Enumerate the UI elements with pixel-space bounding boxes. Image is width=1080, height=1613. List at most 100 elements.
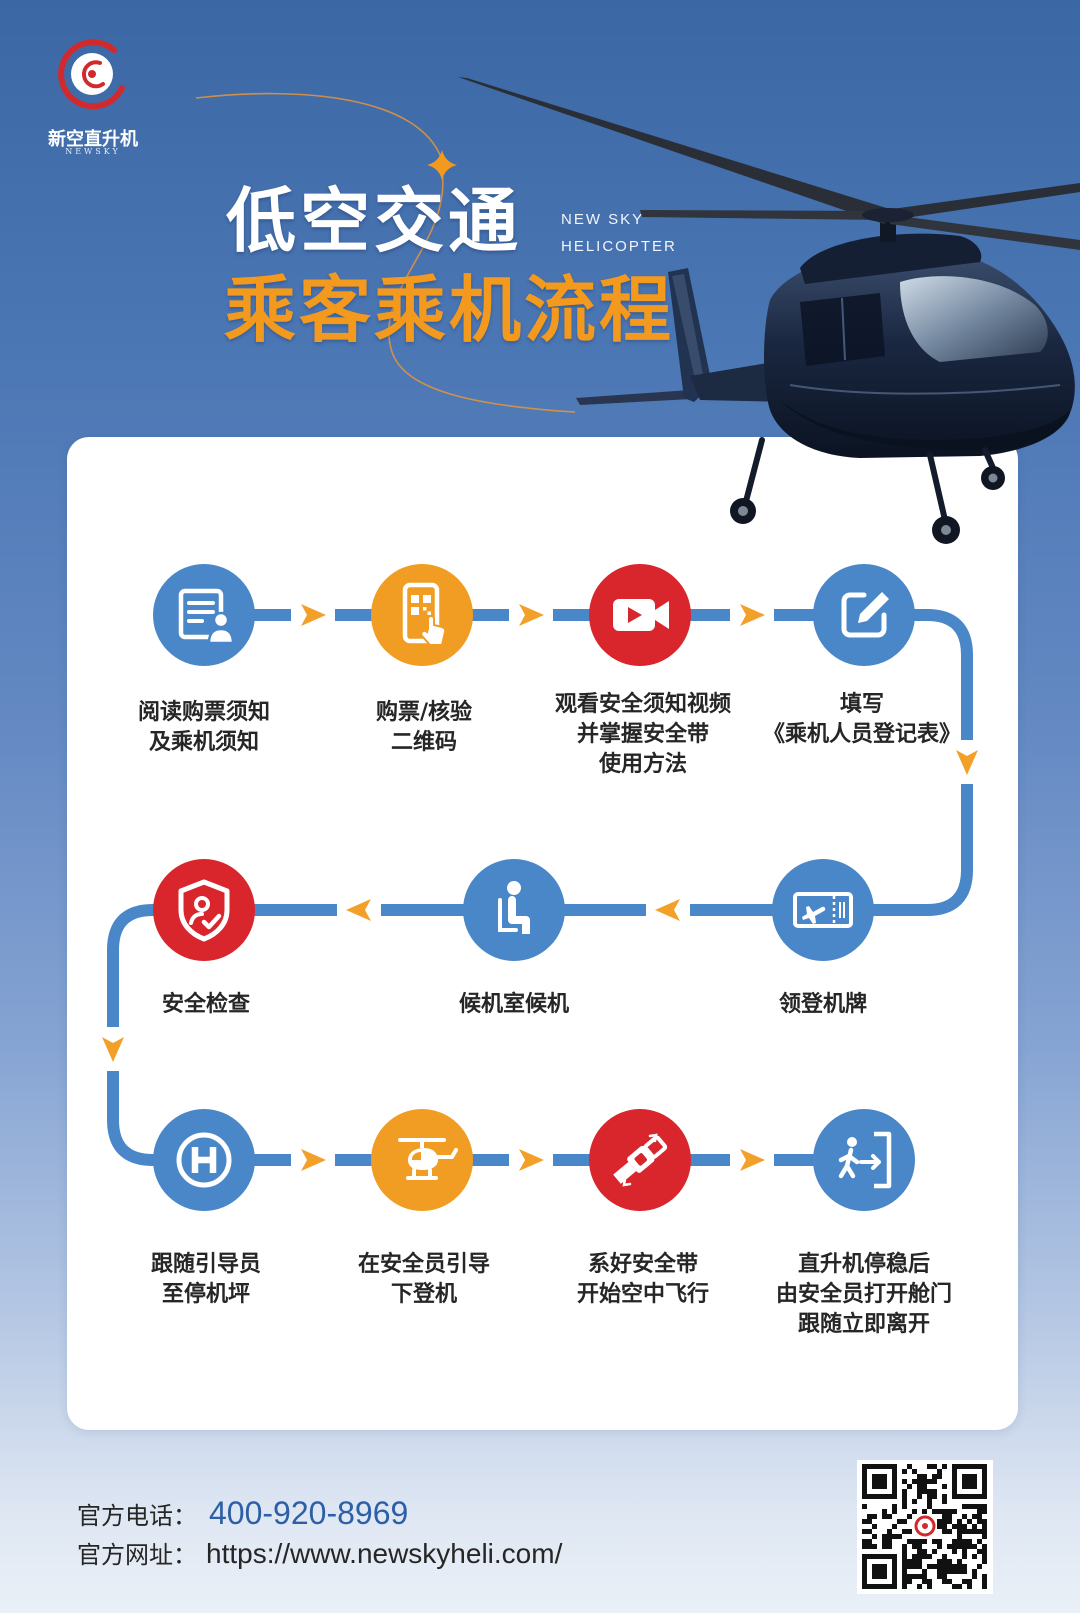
document-person-icon: [178, 588, 235, 645]
qr-module: [947, 1544, 952, 1549]
qr-module: [882, 1509, 887, 1514]
qr-module: [952, 1539, 957, 1544]
qr-module: [927, 1489, 932, 1494]
qr-module: [977, 1539, 982, 1544]
qr-module: [862, 1544, 867, 1549]
step-label-line: 安全检查: [161, 992, 251, 1017]
qr-module: [902, 1544, 907, 1549]
sparkle-star-icon: [427, 150, 457, 180]
step-label-line: 跟随引导员: [150, 1252, 262, 1277]
qr-module: [962, 1474, 977, 1489]
qr-module: [912, 1574, 917, 1579]
qr-module: [907, 1484, 912, 1489]
qr-module: [957, 1524, 962, 1529]
qr-module: [982, 1529, 987, 1534]
qr-module: [937, 1564, 942, 1569]
qr-module: [872, 1564, 887, 1579]
step-8-node: [153, 1109, 255, 1211]
qr-module: [922, 1479, 927, 1484]
tagline-line-2: HELICOPTER: [561, 238, 677, 255]
qr-module: [912, 1544, 917, 1549]
qr-module: [932, 1474, 937, 1479]
qr-module: [937, 1569, 942, 1574]
step-10-label: 系好安全带 开始空中飞行: [577, 1250, 709, 1310]
qr-module: [962, 1564, 967, 1569]
qr-module: [962, 1529, 967, 1534]
qr-code-pattern: [862, 1464, 987, 1589]
qr-module: [957, 1544, 962, 1549]
qr-module: [862, 1529, 867, 1534]
qr-module: [907, 1514, 912, 1519]
step-label-line: 阅读购票须知: [137, 700, 271, 725]
qr-module: [927, 1504, 932, 1509]
qr-module: [947, 1569, 952, 1574]
qr-module: [932, 1539, 937, 1544]
qr-module: [952, 1549, 957, 1554]
brand-name-en: NEWSKY: [65, 147, 121, 156]
qr-module: [982, 1554, 987, 1559]
qr-module: [982, 1509, 987, 1514]
seated-passenger-icon: [498, 881, 530, 934]
qr-module: [862, 1519, 867, 1524]
qr-module: [982, 1584, 987, 1589]
qr-module: [887, 1529, 892, 1534]
newsky-logo: [58, 39, 125, 110]
website-label: 官方网址：: [77, 1541, 197, 1569]
qr-module: [902, 1559, 907, 1564]
step-9-label: 在安全员引导 下登机: [358, 1250, 490, 1310]
qr-module: [982, 1574, 987, 1579]
qr-module: [952, 1564, 957, 1569]
qr-module: [922, 1554, 927, 1559]
qr-module: [927, 1494, 932, 1499]
qr-module: [927, 1464, 932, 1469]
qr-module: [892, 1524, 897, 1529]
qr-module: [962, 1504, 967, 1509]
qr-module: [892, 1509, 897, 1514]
step-6-label: 候机室候机: [459, 990, 569, 1020]
qr-module: [947, 1579, 952, 1584]
qr-module: [887, 1534, 892, 1539]
qr-module: [927, 1579, 932, 1584]
qr-module: [927, 1479, 932, 1484]
qr-module: [942, 1574, 947, 1579]
qr-module: [967, 1529, 972, 1534]
qr-module: [962, 1524, 967, 1529]
qr-module: [917, 1539, 922, 1544]
qr-module: [957, 1539, 962, 1544]
qr-module: [912, 1509, 917, 1514]
qr-module: [937, 1539, 942, 1544]
qr-module: [932, 1494, 937, 1499]
qr-module: [932, 1479, 937, 1484]
qr-module: [982, 1504, 987, 1509]
qr-module: [917, 1559, 922, 1564]
qr-module: [932, 1549, 937, 1554]
qr-module: [947, 1519, 952, 1524]
qr-module: [982, 1519, 987, 1524]
step-4-node: [813, 564, 915, 666]
qr-module: [937, 1469, 942, 1474]
edit-form-icon: [841, 592, 889, 638]
qr-module: [912, 1554, 917, 1559]
qr-module: [962, 1554, 967, 1559]
qr-module: [917, 1544, 922, 1549]
qr-module: [972, 1544, 977, 1549]
qr-module: [917, 1474, 922, 1479]
website-url: https://www.newskyheli.com/: [206, 1538, 563, 1569]
qr-module: [942, 1499, 947, 1504]
qr-module: [982, 1534, 987, 1539]
phone-number: 400-920-8969: [209, 1495, 409, 1531]
qr-module: [907, 1539, 912, 1544]
qr-module: [977, 1564, 982, 1569]
step-label-line: 二维码: [390, 730, 458, 755]
step-7-label: 安全检查: [162, 990, 250, 1020]
qr-module: [932, 1489, 937, 1494]
qr-module: [962, 1539, 967, 1544]
qr-module: [962, 1544, 967, 1549]
qr-module: [942, 1564, 947, 1569]
qr-module: [902, 1569, 907, 1574]
qr-module: [912, 1469, 917, 1474]
qr-module: [932, 1464, 937, 1469]
step-label-line: 在安全员引导: [357, 1252, 491, 1277]
qr-module: [977, 1519, 982, 1524]
step-1-label: 阅读购票须知 及乘机须知: [138, 698, 270, 758]
